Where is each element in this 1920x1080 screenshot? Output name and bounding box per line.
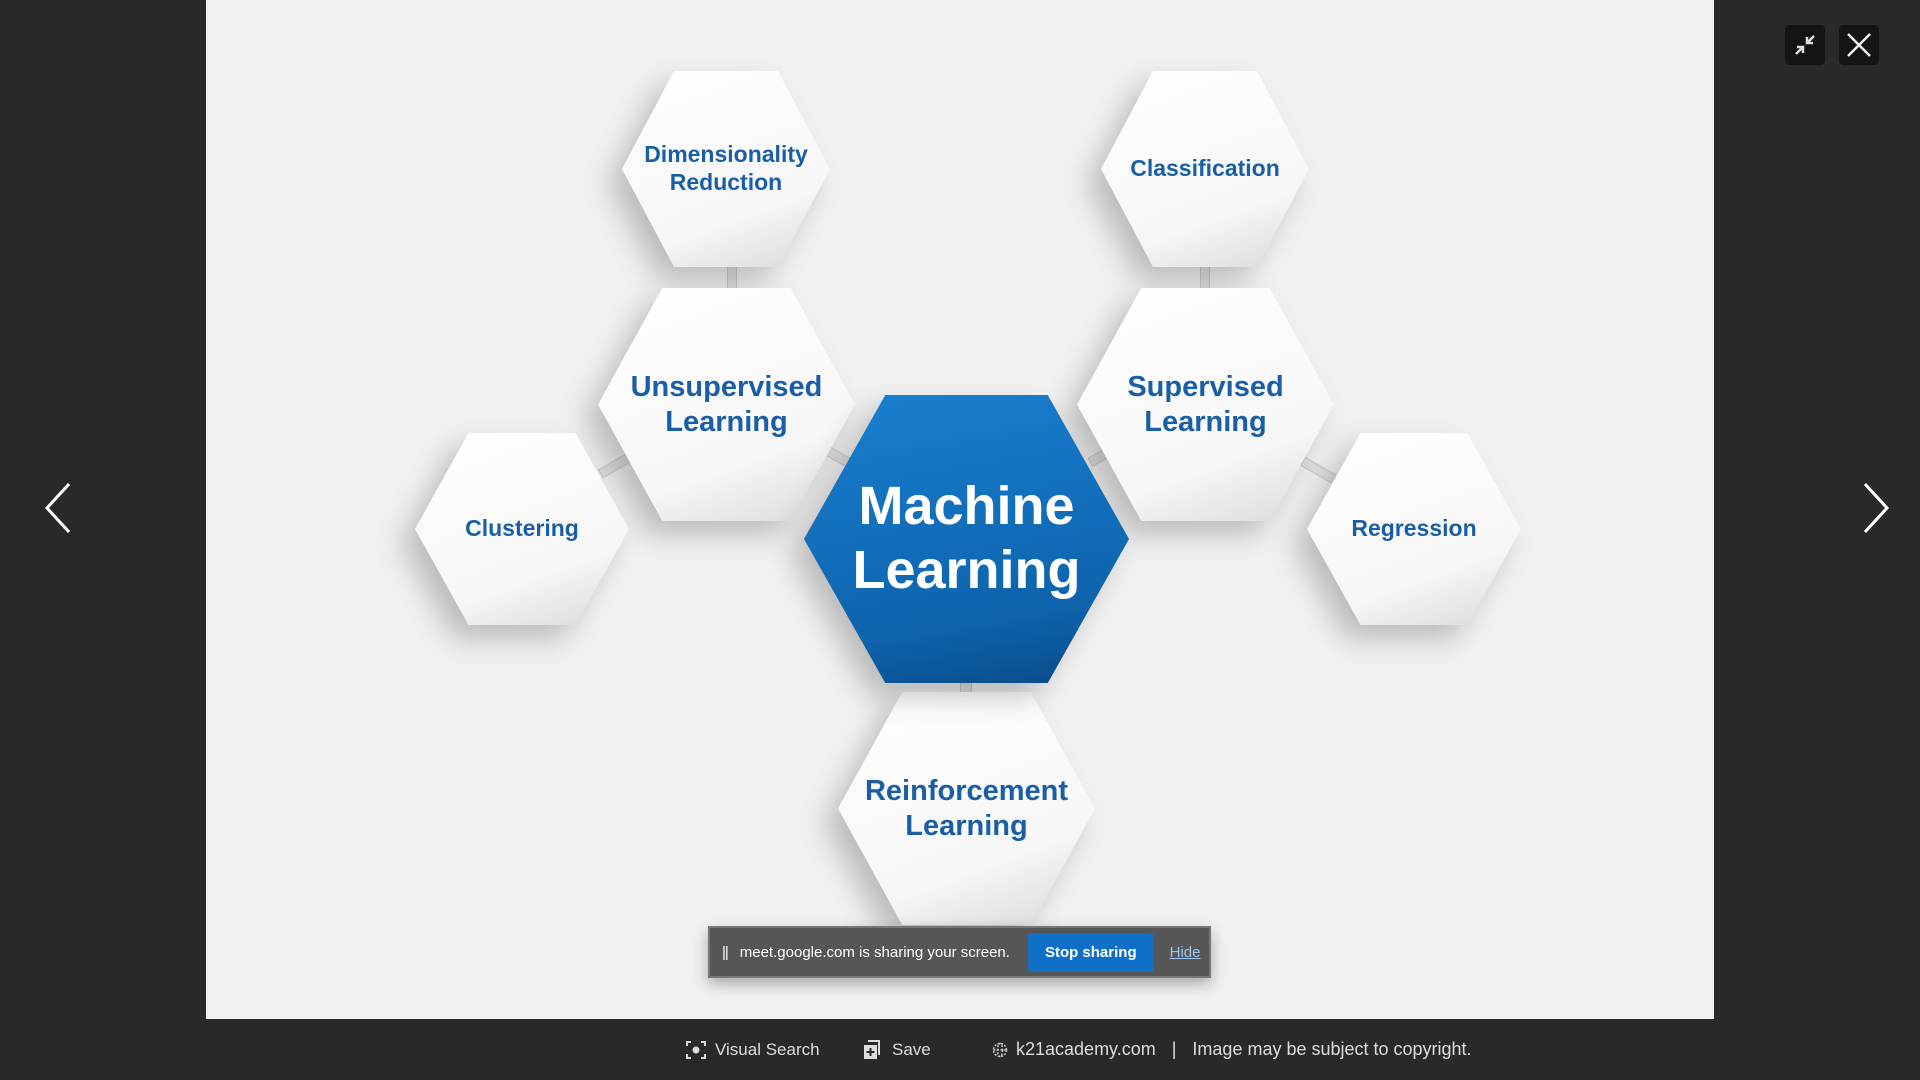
- exit-fullscreen-button[interactable]: [1785, 25, 1825, 65]
- visual-search-button[interactable]: Visual Search: [685, 1039, 820, 1061]
- visual-search-label: Visual Search: [715, 1039, 820, 1059]
- node-supervised-learning: Supervised Learning: [1077, 288, 1334, 521]
- close-button[interactable]: [1839, 25, 1879, 65]
- previous-image-button[interactable]: [28, 468, 88, 548]
- chevron-left-icon: [44, 482, 71, 534]
- collapse-icon: [1795, 35, 1815, 55]
- save-icon: [864, 1039, 880, 1059]
- node-machine-learning: Machine Learning: [804, 395, 1129, 683]
- source-info: k21academy.com | Image may be subject to…: [992, 1039, 1472, 1060]
- node-clustering: Clustering: [415, 433, 629, 625]
- node-dimensionality-reduction: Dimensionality Reduction: [622, 71, 830, 267]
- next-image-button[interactable]: [1846, 468, 1906, 548]
- sharing-message: meet.google.com is sharing your screen.: [739, 943, 1010, 961]
- globe-icon: [992, 1042, 1008, 1057]
- stop-sharing-button[interactable]: Stop sharing: [1027, 932, 1154, 972]
- node-classification: Classification: [1101, 71, 1309, 267]
- save-label: Save: [892, 1039, 931, 1059]
- node-regression: Regression: [1307, 433, 1521, 625]
- source-link[interactable]: k21academy.com: [1016, 1039, 1156, 1059]
- screen-sharing-bar: || meet.google.com is sharing your scree…: [708, 926, 1211, 978]
- visual-search-icon: [686, 1040, 706, 1059]
- copyright-notice: Image may be subject to copyright.: [1192, 1039, 1472, 1059]
- hide-link[interactable]: Hide: [1169, 943, 1201, 961]
- close-icon: [1847, 33, 1871, 57]
- bottom-bar: Visual Search Save k21academy.com | Imag…: [0, 1019, 1920, 1080]
- save-button[interactable]: Save: [862, 1039, 931, 1061]
- chevron-right-icon: [1863, 482, 1890, 534]
- separator: |: [1171, 1039, 1177, 1059]
- node-unsupervised-learning: Unsupervised Learning: [598, 288, 855, 521]
- node-reinforcement-learning: Reinforcement Learning: [838, 692, 1095, 925]
- pause-icon: ||: [722, 943, 729, 961]
